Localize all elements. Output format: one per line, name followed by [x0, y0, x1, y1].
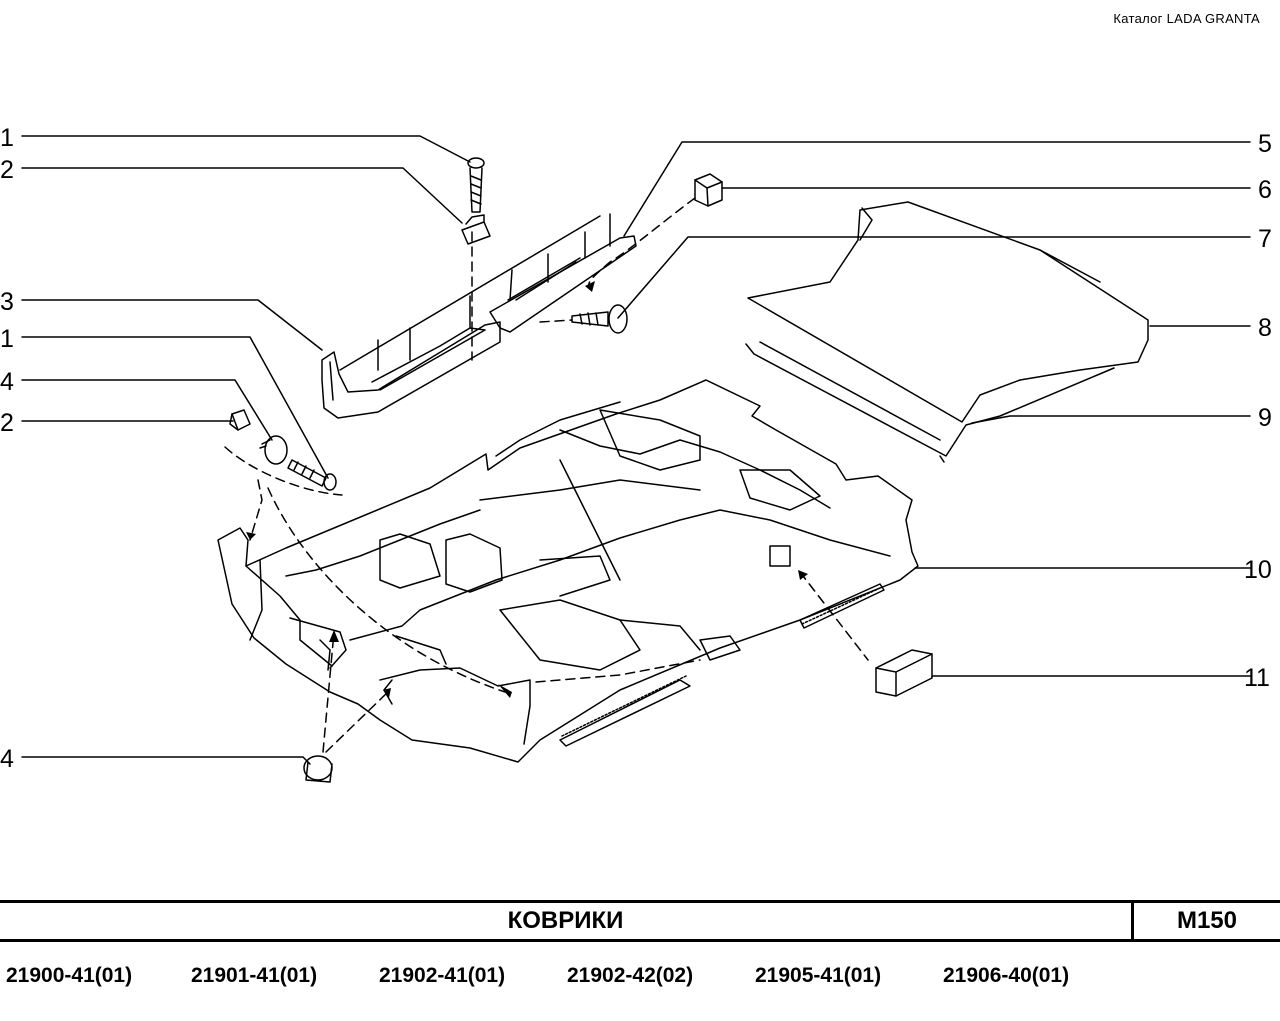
- callout-9: 9: [1258, 404, 1272, 432]
- arrowheads: [246, 281, 808, 698]
- screw-part-1-top: [467, 157, 485, 213]
- model-code: 21906-40(01): [943, 964, 1070, 987]
- callout-4-bottom: 4: [0, 745, 14, 773]
- callout-2-left: 2: [0, 409, 14, 437]
- assembly-lines: [224, 197, 869, 753]
- callout-11: 11: [1244, 664, 1270, 692]
- screw-part-7: [571, 304, 628, 334]
- callout-1-left: 1: [0, 325, 14, 353]
- section-code: М150: [1176, 907, 1238, 934]
- pad-part-6: [694, 173, 723, 207]
- page-title: КОВРИКИ: [0, 903, 1134, 939]
- callout-2-top: 2: [0, 156, 14, 184]
- callout-4-left: 4: [0, 368, 14, 396]
- model-code: 21902-42(02): [567, 964, 694, 987]
- clip-part-2-top: [461, 214, 491, 245]
- sill-trim-part-5: [489, 213, 637, 333]
- pad-part-11: [875, 649, 933, 697]
- callout-7: 7: [1258, 225, 1272, 253]
- callout-8: 8: [1258, 314, 1272, 342]
- catalog-header: Каталог LADA GRANTA: [1113, 11, 1260, 26]
- callout-numbers: 1 2 3 1 4 2 4 5 6 7 8 9 10 11: [0, 124, 1272, 773]
- model-code: 21905-41(01): [755, 964, 882, 987]
- parts-diagram: 1 2 3 1 4 2 4 5 6 7 8 9 10 11: [0, 124, 1272, 783]
- screw-part-1-left: [287, 459, 337, 491]
- title-bar: КОВРИКИ М150: [0, 900, 1280, 942]
- callout-5: 5: [1258, 130, 1272, 158]
- model-code: 21900-41(01): [6, 964, 133, 987]
- callout-1-top: 1: [0, 124, 14, 152]
- clip-part-4-bottom: [303, 755, 333, 783]
- clip-part-4-left: [259, 435, 288, 465]
- model-code: 21901-41(01): [191, 964, 318, 987]
- callout-6: 6: [1258, 176, 1272, 204]
- callout-3: 3: [0, 288, 14, 316]
- floor-mat-part-10: [217, 379, 919, 763]
- model-code: 21902-41(01): [379, 964, 506, 987]
- model-list: 21900-41(01) 21901-41(01) 21902-41(01) 2…: [0, 964, 1280, 994]
- trunk-mat-part-9: [745, 341, 1115, 463]
- clip-part-2-left: [229, 409, 251, 431]
- leader-lines: [21, 135, 1251, 765]
- sill-trim-part-3: [321, 215, 601, 419]
- mat-stitching: [561, 587, 881, 737]
- trunk-mat-part-8: [747, 201, 1149, 423]
- callout-10: 10: [1244, 556, 1272, 584]
